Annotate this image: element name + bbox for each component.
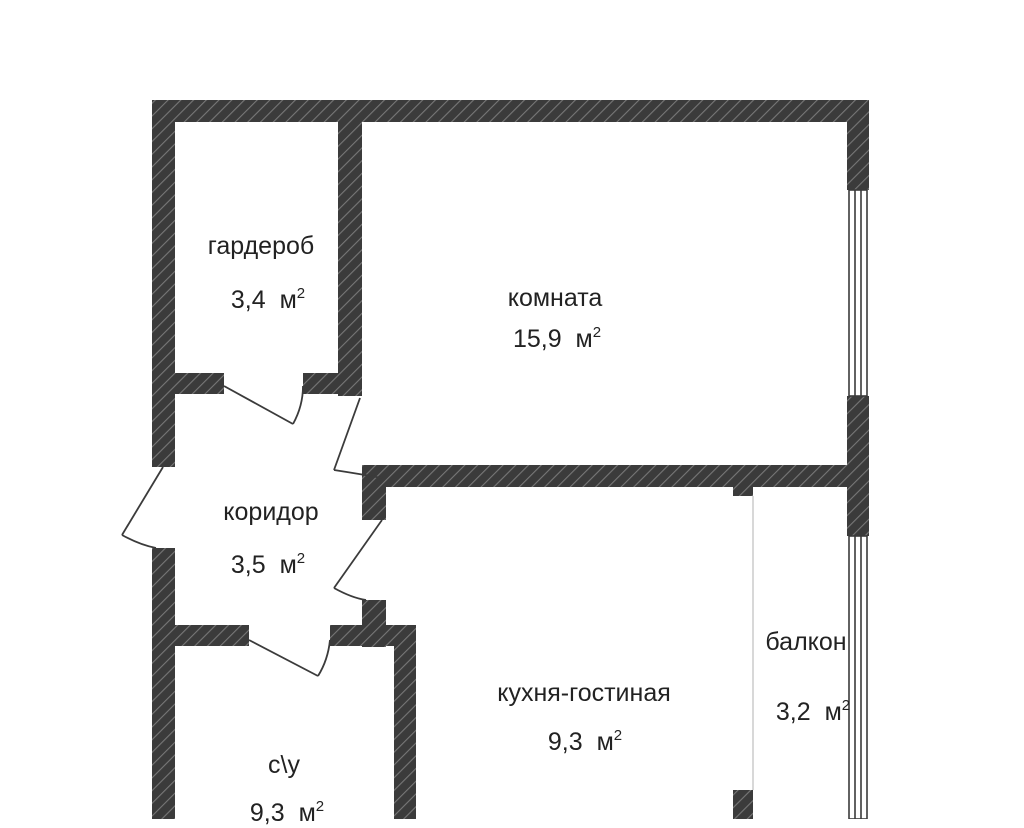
door-kitchen [333,519,383,601]
kitchen-area-value: 9,3 [547,728,583,756]
bathroom-name: с\у [268,751,300,779]
balcony-area-value: 3,2 [775,698,811,726]
windows [848,189,868,819]
door-wardrobe [223,385,304,425]
wall-left-upper [152,100,175,467]
balcony-name: балкон [765,628,847,656]
wall-top [152,100,869,122]
wardrobe-area-exponent: 2 [296,285,306,302]
room-name: комната [507,284,603,312]
corridor-area-unit: м [279,551,297,579]
kitchen-area-unit: м [596,728,614,756]
corridor-name: коридор [223,498,319,526]
wall-right-top [847,100,869,190]
wardrobe-area: 3,4 м2 [231,285,305,315]
wall-wardrobe-bottom-left [152,373,224,394]
balcony-area-unit: м [824,698,842,726]
bathroom-area-exponent: 2 [315,798,325,815]
bathroom-area: 9,3 м2 [250,798,324,828]
wall-wardrobe-bottom-right [303,373,362,394]
doors [121,385,383,677]
wall-kitchen-pillar-top [733,480,753,496]
wardrobe-area-value: 3,4 [230,286,266,314]
wall-bath-right [394,625,416,819]
wall-room-bottom [362,465,869,487]
door-entrance [121,466,164,549]
corridor-area: 3,5 м2 [231,550,305,580]
kitchen-name: кухня-гостиная [497,679,671,707]
wall-kitchen-pillar-bottom [733,790,753,819]
balcony-area-exponent: 2 [841,697,851,714]
window-room [848,189,868,397]
wardrobe-area-unit: м [279,286,297,314]
room-area-unit: м [575,325,593,353]
door-bathroom [248,639,331,677]
bathroom-area-value: 9,3 [249,799,285,827]
wall-bath-top-left [152,625,249,646]
kitchen-area-exponent: 2 [613,727,623,744]
room-area-exponent: 2 [592,324,602,341]
window-balcony [848,535,868,819]
wall-left-lower [152,646,175,819]
wall-corridor-stub-upper [362,465,386,520]
wall-right-mid [847,396,869,536]
balcony-area: 3,2 м2 [776,697,850,727]
kitchen-area: 9,3 м2 [548,727,622,757]
door-room [333,397,383,479]
walls [152,100,869,819]
wall-wardrobe-right [338,100,362,396]
wardrobe-name: гардероб [207,232,315,260]
room-area: 15,9 м2 [513,324,601,354]
room-area-value: 15,9 [512,325,562,353]
corridor-area-value: 3,5 [230,551,266,579]
bathroom-area-unit: м [298,799,316,827]
corridor-area-exponent: 2 [296,550,306,567]
